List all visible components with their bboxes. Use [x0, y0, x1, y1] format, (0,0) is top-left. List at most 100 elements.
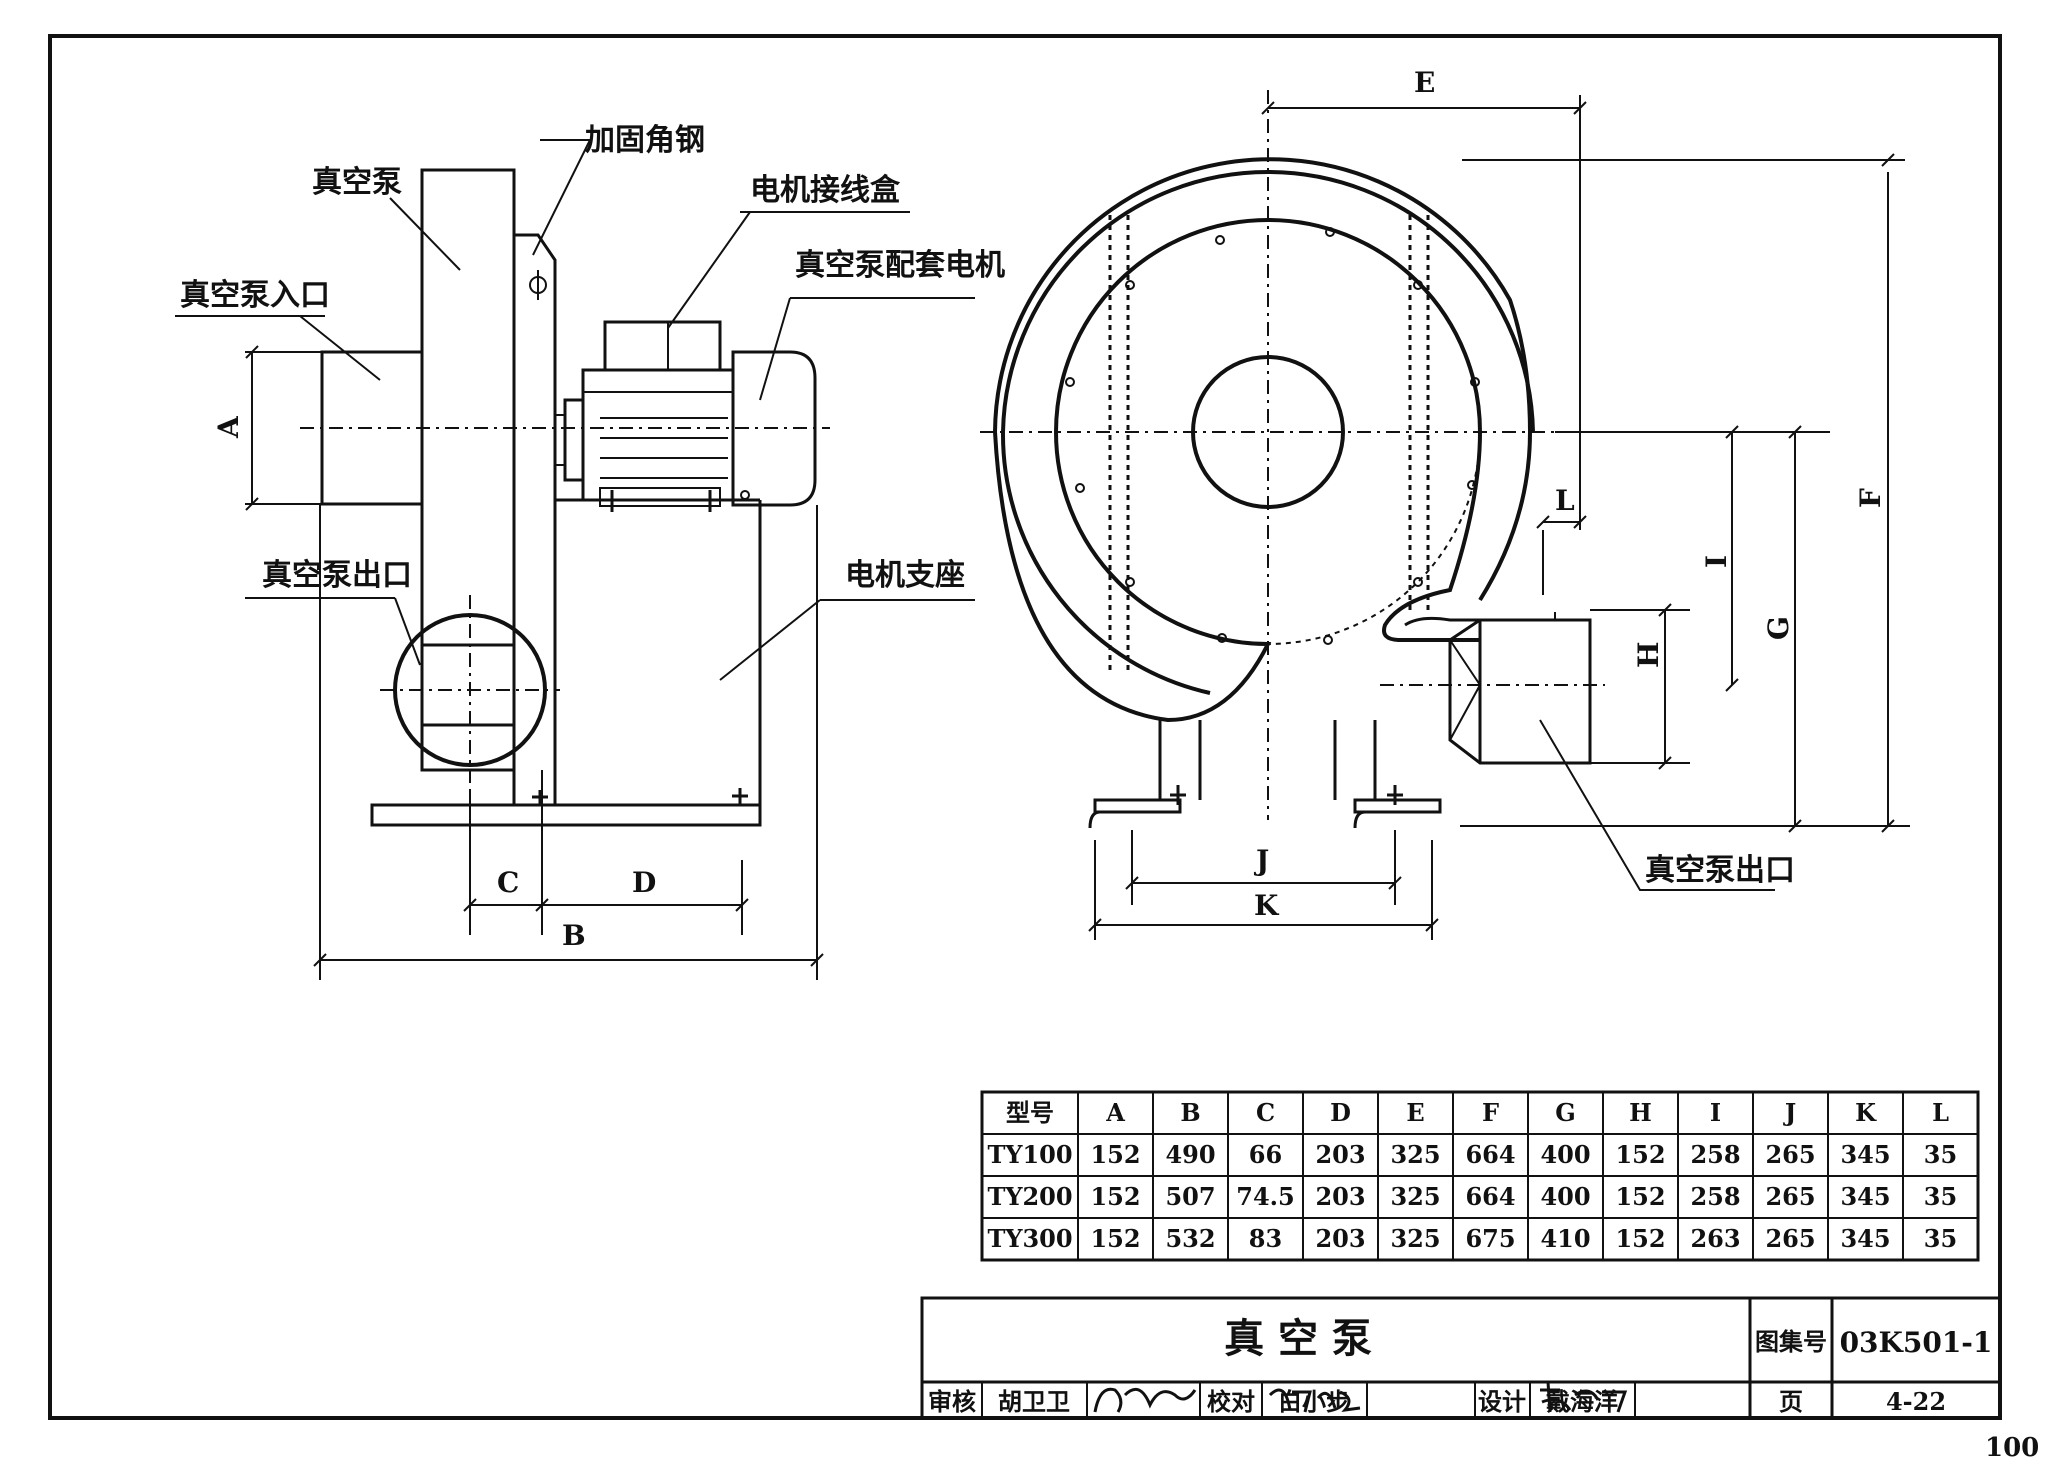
table-cell: 35 — [1924, 1224, 1957, 1253]
table-cell: 152 — [1090, 1224, 1140, 1253]
table-header-cell: E — [1406, 1098, 1424, 1127]
table-cell: 258 — [1690, 1140, 1740, 1169]
table-cell: 152 — [1090, 1140, 1140, 1169]
table-cell: 152 — [1615, 1182, 1665, 1211]
table-cell: 152 — [1615, 1140, 1665, 1169]
designer-name: 戴海洋 — [1546, 1387, 1618, 1416]
table-cell: 664 — [1465, 1140, 1515, 1169]
label-pump-inlet: 真空泵入口 — [180, 278, 330, 313]
table-cell: 265 — [1765, 1182, 1815, 1211]
review-label: 审核 — [928, 1387, 976, 1416]
table-cell: 83 — [1249, 1224, 1282, 1253]
table-cell: 35 — [1924, 1182, 1957, 1211]
design-label: 设计 — [1478, 1387, 1526, 1416]
table-header-cell: C — [1256, 1098, 1275, 1127]
table-header-cell: A — [1105, 1098, 1125, 1127]
table-header-cell: H — [1629, 1098, 1652, 1127]
table-cell: 203 — [1315, 1182, 1365, 1211]
reviewer-signature — [1093, 1387, 1197, 1413]
label-motor-base: 电机支座 — [845, 558, 965, 593]
atlas-number: 03K501-1 — [1840, 1326, 1993, 1359]
designer-signature — [1540, 1381, 1628, 1413]
table-cell: 265 — [1765, 1224, 1815, 1253]
label-pump-outlet-right: 真空泵出口 — [1645, 853, 1795, 888]
table-cell: 532 — [1165, 1224, 1215, 1253]
base-plate — [370, 803, 762, 827]
dim-label-D: D — [632, 866, 656, 899]
table-header-cell: F — [1482, 1098, 1499, 1127]
outlet-duct — [1448, 612, 1592, 765]
label-reinforcing-angle: 加固角钢 — [585, 123, 705, 158]
motor-base — [553, 498, 762, 805]
table-cell: 152 — [1615, 1224, 1665, 1253]
table-cell: 664 — [1465, 1182, 1515, 1211]
table-header-cell: G — [1555, 1098, 1576, 1127]
table-cell: 325 — [1390, 1224, 1440, 1253]
check-label: 校对 — [1207, 1387, 1255, 1416]
table-cell: 675 — [1465, 1224, 1515, 1253]
table-header-cell: I — [1710, 1098, 1721, 1127]
dim-label-I: I — [1700, 555, 1733, 568]
dim-label-A: A — [212, 415, 245, 439]
table-header-cell: L — [1932, 1098, 1949, 1127]
dimension-table: 型号 A B C D E F G H I J K L TY100 152 490 66 203 325 664 400 1… — [980, 1090, 1980, 1262]
table-cell: 74.5 — [1236, 1182, 1294, 1211]
table-header-cell: D — [1330, 1098, 1351, 1127]
sheet-number: 100 — [1985, 1433, 2039, 1463]
foot-right — [1353, 798, 1442, 829]
table-header-cell: B — [1180, 1098, 1200, 1127]
table-cell: 507 — [1165, 1182, 1215, 1211]
motor-junction-box — [603, 320, 722, 372]
table-cell: 345 — [1840, 1182, 1890, 1211]
table-cell: 345 — [1840, 1140, 1890, 1169]
dim-label-J: J — [1253, 844, 1269, 877]
foot-left — [1088, 798, 1182, 829]
page-label: 页 — [1779, 1387, 1803, 1416]
table-cell: 258 — [1690, 1182, 1740, 1211]
atlas-number-label: 图集号 — [1755, 1327, 1827, 1356]
label-motor-junction-box: 电机接线盒 — [750, 173, 901, 208]
side-view — [175, 139, 975, 980]
table-cell: 35 — [1924, 1140, 1957, 1169]
inlet-ring — [1191, 355, 1345, 509]
dim-label-G: G — [1762, 616, 1795, 640]
dim-label-F: F — [1854, 488, 1887, 508]
label-pump-outlet-left: 真空泵出口 — [262, 558, 412, 593]
table-header-cell: 型号 — [1006, 1098, 1054, 1127]
label-pump: 真空泵 — [312, 165, 402, 200]
label-pump-motor: 真空泵配套电机 — [795, 248, 1005, 283]
dim-label-H: H — [1632, 642, 1665, 668]
table-cell: 410 — [1540, 1224, 1590, 1253]
table-cell: 490 — [1165, 1140, 1215, 1169]
dim-label-B: B — [562, 919, 586, 952]
motor-body — [554, 350, 817, 507]
table-cell: 263 — [1690, 1224, 1740, 1253]
front-view — [980, 90, 1910, 940]
table-cell: 400 — [1540, 1140, 1590, 1169]
pump-inlet-duct — [320, 350, 424, 506]
table-cell: 152 — [1090, 1182, 1140, 1211]
table-cell: 325 — [1390, 1140, 1440, 1169]
title-block — [920, 1296, 2002, 1420]
table-cell: 345 — [1840, 1224, 1890, 1253]
table-cell: 203 — [1315, 1140, 1365, 1169]
checker-name: 白小步 — [1278, 1387, 1350, 1416]
table-cell: 400 — [1540, 1182, 1590, 1211]
table-header-cell: K — [1855, 1098, 1877, 1127]
dim-label-L: L — [1555, 484, 1575, 517]
table-cell: 325 — [1390, 1182, 1440, 1211]
table-cell: 265 — [1765, 1140, 1815, 1169]
drawing-title: 真 空 泵 — [1224, 1315, 1372, 1362]
reinforcing-angle — [512, 233, 557, 807]
checker-signature — [1268, 1388, 1361, 1413]
table-cell: TY300 — [987, 1224, 1072, 1253]
pump-casing — [420, 168, 516, 772]
table-cell: 66 — [1249, 1140, 1282, 1169]
reviewer-name: 胡卫卫 — [998, 1387, 1070, 1416]
table-cell: TY200 — [987, 1182, 1072, 1211]
table-header-cell: J — [1783, 1098, 1796, 1127]
table-cell: TY100 — [987, 1140, 1072, 1169]
dim-label-E: E — [1414, 66, 1435, 99]
bolt-circle — [1055, 219, 1481, 645]
